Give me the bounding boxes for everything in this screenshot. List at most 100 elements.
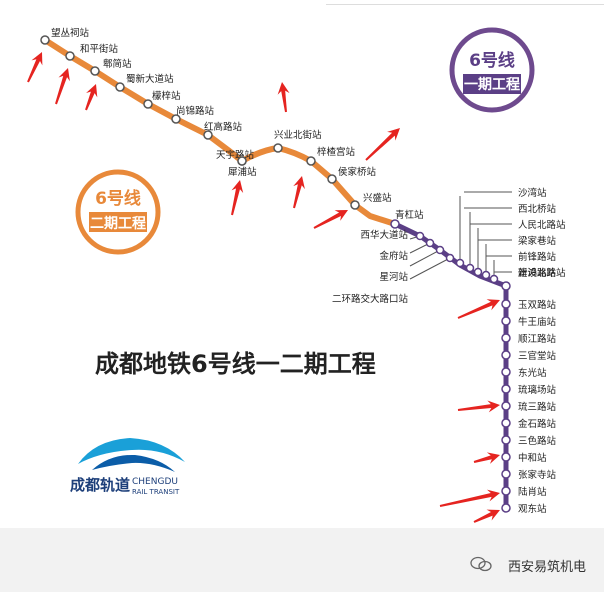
footer-bar: 西安易筑机电 (0, 528, 604, 592)
red-arrow-icon (85, 84, 98, 111)
station-dot (327, 174, 337, 184)
line6-phase1-track (392, 221, 509, 508)
station-dot (465, 263, 475, 273)
station-label: 金石路站 (518, 418, 557, 430)
logo-en1: CHENGDU (132, 477, 178, 487)
map-title: 成都地铁6号线一二期工程 (95, 350, 376, 378)
station-label: 檬梓站 (152, 90, 181, 102)
station-dot (90, 66, 100, 76)
station-label: 琉璃场站 (518, 384, 557, 396)
phase2-badge-phase: 二期工程 (90, 216, 146, 232)
station-label: 星河站 (379, 271, 408, 283)
station-dot (501, 350, 511, 360)
station-dot (115, 82, 125, 92)
station-dot (501, 299, 511, 309)
station-dot (306, 156, 316, 166)
station-label: 尚锦路站 (176, 105, 215, 117)
station-dot (501, 418, 511, 428)
station-label: 琉三路站 (518, 401, 557, 413)
red-arrow-icon (55, 68, 70, 105)
red-arrow-icon (365, 128, 400, 161)
label-connectors (409, 191, 512, 280)
station-label: 观东站 (518, 503, 547, 515)
station-dot (237, 156, 247, 166)
station-label: 金府站 (379, 250, 408, 262)
station-label: 梁家巷站 (518, 235, 557, 247)
station-label: 顺江路站 (518, 333, 557, 345)
station-dot (203, 130, 213, 140)
station-dot (501, 486, 511, 496)
station-label: 天宇路站 (216, 149, 255, 161)
logo-en2: RAIL TRANSIT (132, 488, 180, 496)
phase2-badge-line: 6号线 (95, 188, 141, 209)
red-arrow-icon (457, 299, 500, 319)
logo-cn: 成都轨道 (70, 476, 130, 494)
station-label: 蜀新大道站 (126, 73, 174, 85)
station-dot (501, 316, 511, 326)
station-label: 东光站 (518, 367, 547, 379)
station-dot (501, 435, 511, 445)
phase1-badge-line: 6号线 (469, 50, 515, 71)
red-arrow-icon (473, 509, 500, 523)
station-label: 郫简站 (103, 58, 132, 70)
top-border (326, 0, 604, 5)
station-dot (473, 267, 483, 277)
station-label: 红高路站 (204, 121, 243, 133)
station-label: 牛王庙站 (518, 316, 557, 328)
station-dot (501, 401, 511, 411)
station-dot (455, 258, 465, 268)
station-label: 望丛祠站 (51, 27, 90, 39)
station-dot (501, 469, 511, 479)
station-label: 沙湾站 (518, 187, 547, 199)
station-dot (501, 367, 511, 377)
station-dot (390, 219, 400, 229)
station-dot (501, 452, 511, 462)
station-dot (40, 35, 50, 45)
station-label: 西华大道站 (360, 229, 408, 241)
station-label: 和平街站 (80, 43, 119, 55)
station-label: 张家寺站 (518, 469, 557, 481)
footer-account: 西安易筑机电 (507, 560, 586, 575)
station-dot (65, 51, 75, 61)
station-dot (143, 99, 153, 109)
phase1-badge: 6号线 一期工程 (449, 27, 535, 113)
red-arrow-icon (313, 210, 348, 229)
station-dot (415, 231, 425, 241)
station-label: 兴业北街站 (274, 129, 322, 141)
station-dot (435, 245, 445, 255)
red-arrow-icon (231, 180, 244, 216)
station-label: 二环路交大路口站 (332, 293, 409, 305)
phase2-badge: 6号线 二期工程 (75, 169, 161, 255)
station-dot (501, 503, 511, 513)
red-arrow-icon (457, 400, 500, 413)
station-dot (481, 270, 491, 280)
red-arrow-icon (473, 452, 500, 464)
station-label: 梓楂宫站 (317, 146, 356, 158)
station-dot (445, 253, 455, 263)
wechat-icon (470, 556, 492, 572)
phase1-badge-phase: 一期工程 (464, 77, 520, 93)
station-dot (501, 281, 511, 291)
station-label: 建设北路站 (518, 267, 566, 279)
station-label: 新鸿路站 (518, 267, 557, 279)
red-arrow-icon (277, 82, 290, 113)
red-arrow-icon (293, 176, 305, 209)
station-label: 兴盛站 (363, 192, 392, 204)
station-label: 陆肖站 (518, 486, 547, 498)
station-label: 西北桥站 (518, 203, 557, 215)
station-label: 侯家桥站 (338, 166, 377, 178)
station-label: 三官堂站 (518, 350, 557, 362)
station-dot (501, 333, 511, 343)
station-dot (273, 143, 283, 153)
station-label: 青杠站 (395, 209, 424, 221)
station-dot (501, 384, 511, 394)
station-dot (171, 114, 181, 124)
station-label: 人民北路站 (518, 219, 566, 231)
station-label: 三色路站 (518, 435, 557, 447)
station-label: 犀浦站 (228, 166, 257, 178)
station-dot (489, 274, 499, 284)
station-label: 前锋路站 (518, 251, 557, 263)
station-dot (350, 200, 360, 210)
station-label: 中和站 (518, 452, 547, 464)
